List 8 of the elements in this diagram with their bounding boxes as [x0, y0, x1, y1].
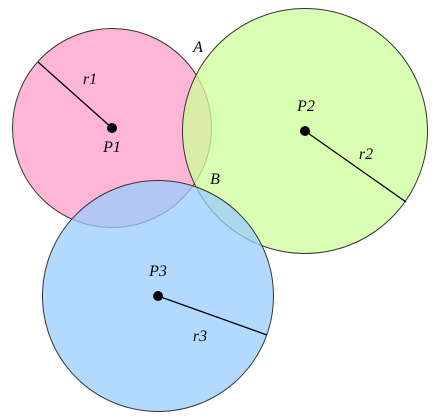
radius-label: r2 — [358, 146, 374, 164]
point-label: P1 — [103, 139, 121, 157]
intersection-label: B — [210, 171, 220, 189]
intersection-label: A — [193, 39, 203, 57]
point-label: P3 — [149, 263, 167, 281]
radius-label: r3 — [192, 328, 208, 346]
radius-label: r1 — [82, 71, 98, 89]
point-label: P2 — [297, 98, 315, 116]
